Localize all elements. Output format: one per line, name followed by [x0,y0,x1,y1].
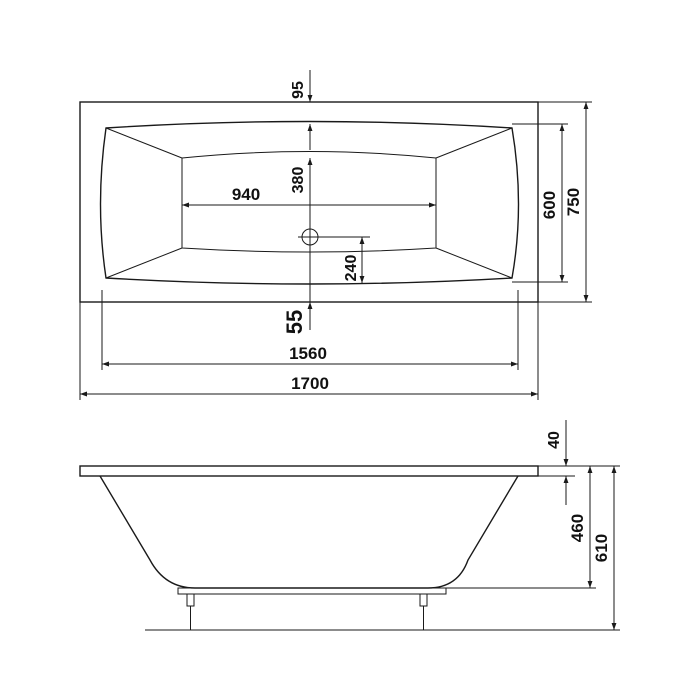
top-view-dimensions: 95 380 940 240 55 600 750 1560 [79,70,592,400]
dim-tub-depth: 460 [568,514,587,542]
leg-right [419,593,428,607]
top-view [79,101,539,303]
dim-outer-height: 750 [564,188,583,216]
dim-rim-thickness: 40 [546,431,563,449]
corner-line [105,247,183,279]
base-frame [177,587,447,595]
corner-line [435,247,513,279]
dim-inner-height: 600 [540,191,559,219]
corner-line [435,127,513,159]
dim-total-height: 610 [592,534,611,562]
tub-body [99,475,519,589]
side-view-dimensions: 40 460 610 [446,420,620,630]
corner-line [105,127,183,159]
dim-inner-width: 1560 [289,344,327,363]
dim-bottom-width: 940 [232,185,260,204]
side-rim [79,465,539,477]
dim-drain-offset: 240 [343,255,360,282]
dim-outer-width: 1700 [291,374,329,393]
outer-rim [79,101,539,303]
leg-left [186,593,195,607]
dim-rim-bottom: 55 [282,310,307,334]
dim-bottom-depth: 380 [290,167,307,194]
side-view [79,465,620,631]
dim-rim-top: 95 [290,81,307,99]
